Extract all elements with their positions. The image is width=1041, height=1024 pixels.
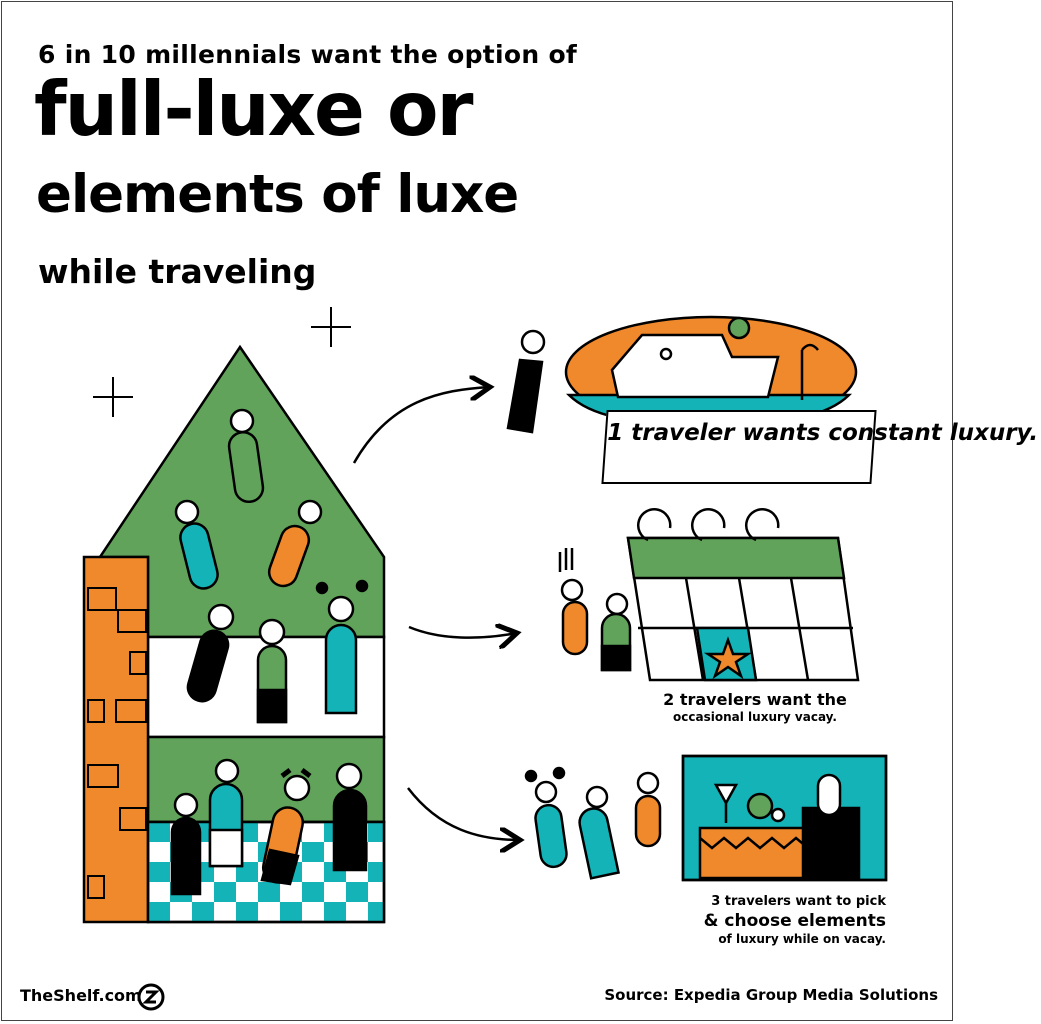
image-frame — [1, 1, 953, 1021]
caption-pick-line2: & choose elements — [703, 911, 886, 931]
headline-secondary: elements of luxe — [36, 164, 519, 225]
caption-constant-text: 1 traveler wants constant luxury. — [607, 420, 1039, 446]
caption-pick-line3: of luxury while on vacay. — [718, 932, 886, 946]
source-credit: Source: Expedia Group Media Solutions — [604, 986, 938, 1004]
caption-occasional-line2: occasional luxury vacay. — [673, 710, 837, 724]
calendar-scene — [558, 508, 860, 682]
caption-constant-luxury: 1 traveler wants constant luxury. — [601, 410, 1039, 484]
caption-occasional-luxury: 2 travelers want the occasional luxury v… — [650, 690, 860, 725]
caption-pick-line1: 3 travelers want to pick — [711, 894, 886, 909]
brand-logo-icon — [137, 983, 165, 1011]
brick-wall — [87, 587, 147, 899]
sparkle-icon — [93, 307, 351, 417]
restaurant-scene — [524, 754, 888, 882]
headline-tail: while traveling — [38, 252, 317, 291]
caption-pick-choose: 3 travelers want to pick & choose elemen… — [686, 893, 886, 947]
illustration — [82, 307, 888, 924]
headline-intro: 6 in 10 millennials want the option of — [38, 40, 578, 69]
arrows — [352, 387, 520, 840]
traveler-figures — [170, 408, 369, 896]
caption-occasional-line1: 2 travelers want the — [663, 690, 847, 709]
brand-name: TheShelf.com — [20, 986, 142, 1005]
headline-main: full-luxe or — [34, 65, 474, 153]
